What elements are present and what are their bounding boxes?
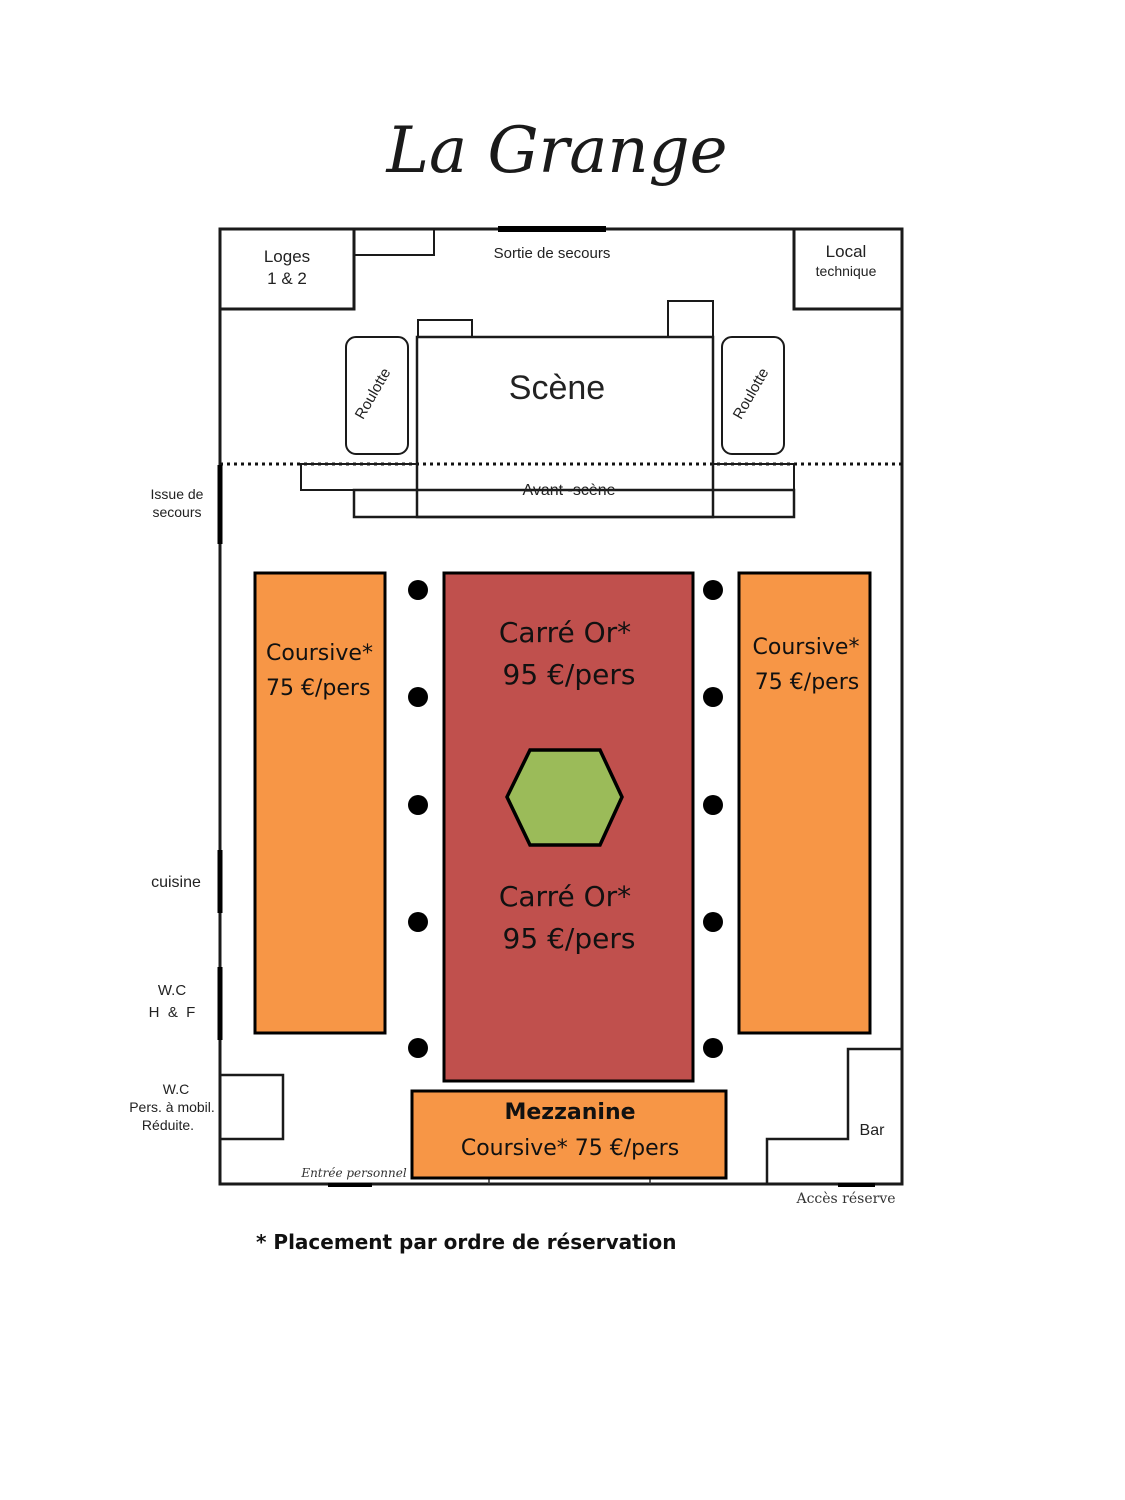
pillar-left-2: [408, 687, 428, 707]
storage-box-top-left: [353, 228, 435, 256]
label-wc-hf: H & F: [149, 1004, 196, 1021]
label-wc-pmr: W.C: [163, 1081, 189, 1097]
label-technique: technique: [816, 263, 877, 279]
room-local-technique: Local technique: [792, 227, 904, 311]
pillar-right-3: [703, 795, 723, 815]
label-secours: secours: [152, 504, 201, 520]
footnote: * Placement par ordre de réservation: [256, 1230, 677, 1254]
coursive-left-name: Coursive*: [266, 641, 373, 666]
label-reduite: Réduite.: [142, 1117, 194, 1133]
carre-or-bottom-name: Carré Or*: [499, 880, 631, 913]
roulotte-right: Roulotte: [721, 336, 785, 455]
carre-or-top-name: Carré Or*: [499, 616, 631, 649]
label-sortie-de-secours: Sortie de secours: [494, 245, 611, 262]
room-wc-pmr: [218, 1073, 285, 1141]
label-local: Local: [826, 242, 867, 261]
pillar-left-5: [408, 1038, 428, 1058]
pillar-left-1: [408, 580, 428, 600]
coursive-left-price: 75 €/pers: [266, 676, 370, 701]
roulotte-left: Roulotte: [345, 336, 409, 455]
pillar-left-4: [408, 912, 428, 932]
label-loges: Loges: [264, 247, 310, 266]
pillar-right-5: [703, 1038, 723, 1058]
room-bar: Bar: [765, 1047, 902, 1184]
label-avant-scene: Avant -scène: [522, 482, 615, 499]
pillars: [408, 580, 723, 1058]
label-pers-mobil: Pers. à mobil.: [129, 1099, 215, 1115]
label-roulotte-left: Roulotte: [352, 365, 395, 422]
label-loges-numbers: 1 & 2: [267, 269, 307, 288]
mezzanine-price: Coursive* 75 €/pers: [461, 1136, 679, 1161]
venue-title: La Grange: [386, 114, 728, 188]
coursive-right-name: Coursive*: [753, 635, 860, 660]
pillar-right-1: [703, 580, 723, 600]
label-wc: W.C: [158, 982, 186, 999]
room-loges: Loges 1 & 2: [218, 227, 356, 311]
zone-mezzanine[interactable]: Mezzanine Coursive* 75 €/pers: [410, 1089, 728, 1180]
pillar-left-3: [408, 795, 428, 815]
zone-coursive-left[interactable]: Coursive* 75 €/pers: [253, 571, 387, 1035]
label-scene: Scène: [509, 369, 605, 407]
avant-scene: Avant -scène: [300, 463, 796, 519]
carre-or-top-price: 95 €/pers: [503, 658, 636, 691]
label-entree-personnel: Entrée personnel: [300, 1166, 407, 1180]
zone-coursive-right[interactable]: Coursive* 75 €/pers: [737, 571, 872, 1035]
pillar-right-2: [703, 687, 723, 707]
center-hexagon-feature: [505, 748, 624, 847]
pillar-right-4: [703, 912, 723, 932]
carre-or-bottom-price: 95 €/pers: [503, 922, 636, 955]
coursive-right-price: 75 €/pers: [755, 670, 859, 695]
label-issue-de: Issue de: [151, 486, 204, 502]
label-roulotte-right: Roulotte: [730, 365, 773, 422]
label-bar: Bar: [860, 1122, 886, 1139]
label-acces-reserve: Accès réserve: [795, 1191, 895, 1207]
label-cuisine: cuisine: [151, 874, 201, 891]
mezzanine-name: Mezzanine: [504, 1100, 635, 1125]
